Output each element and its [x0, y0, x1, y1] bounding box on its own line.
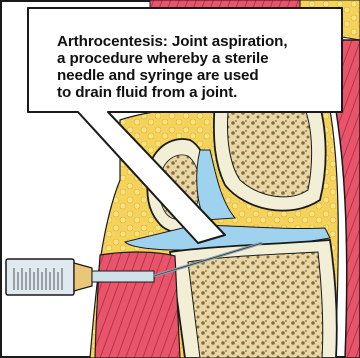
tibia-marrow — [188, 252, 323, 358]
syringe-hub — [74, 263, 92, 291]
callout-caption: Arthrocentesis: Joint aspiration, a proc… — [57, 33, 337, 101]
caption-line: needle and syringe are used — [57, 67, 337, 84]
syringe-barrel — [6, 259, 74, 295]
caption-line: Arthrocentesis: Joint aspiration, — [57, 33, 337, 50]
caption-line: to drain fluid from a joint. — [57, 84, 337, 101]
lower-left-tissue — [95, 252, 180, 358]
caption-line: a procedure whereby a sterile — [57, 50, 337, 67]
needle-base — [92, 271, 154, 282]
